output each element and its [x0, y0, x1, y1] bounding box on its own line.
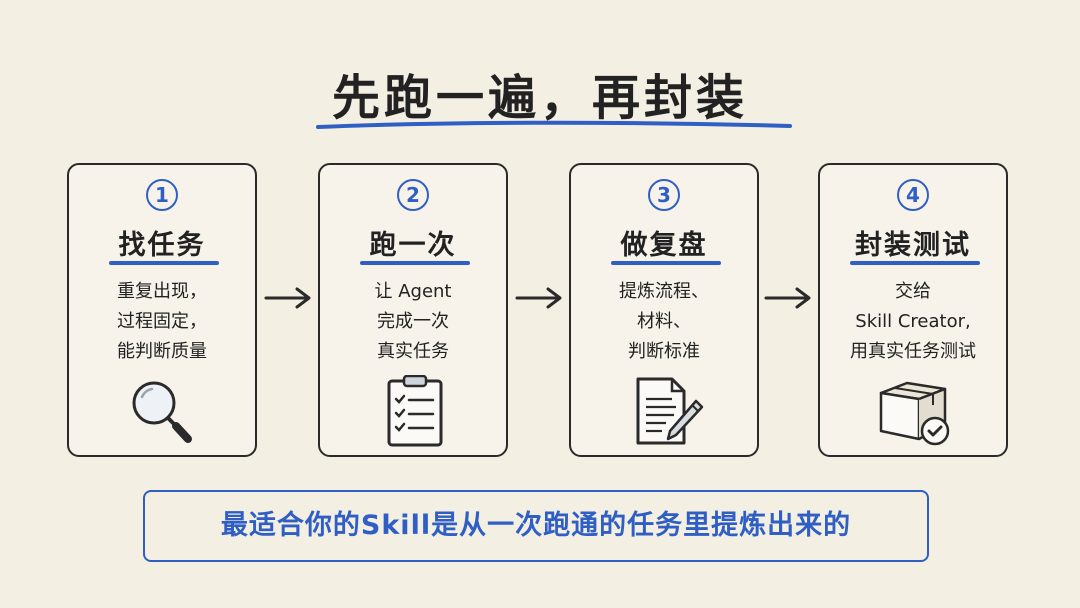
arrow-icon-1 — [264, 287, 311, 309]
step-desc-4: 交给 Skill Creator, 用真实任务测试 — [826, 277, 1000, 367]
step-number-3: 3 — [571, 179, 757, 211]
step-desc-1: 重复出现， 过程固定， 能判断质量 — [75, 277, 249, 367]
step-title-1: 找任务 — [118, 230, 206, 261]
page-title: 先跑一遍，再封装 — [331, 70, 748, 126]
step-desc-line: 完成一次 — [377, 311, 449, 332]
step-title-3: 做复盘 — [620, 230, 708, 261]
clipboard-checklist-icon — [387, 375, 443, 447]
step-desc-line: 提炼流程、 — [619, 281, 709, 302]
package-check-icon — [879, 381, 950, 446]
step-card-1: 1 找任务 重复出现， 过程固定， 能判断质量 — [67, 163, 257, 457]
step-desc-line: 用真实任务测试 — [850, 341, 976, 362]
step-number-4: 4 — [820, 179, 1006, 211]
step-desc-line: 真实任务 — [377, 341, 449, 362]
step-desc-line: Skill Creator, — [855, 311, 971, 332]
step-card-3: 3 做复盘 提炼流程、 材料、 判断标准 — [569, 163, 759, 457]
title-underline — [316, 120, 792, 129]
step-desc-3: 提炼流程、 材料、 判断标准 — [577, 277, 751, 367]
step-underline-1 — [109, 261, 219, 265]
step-card-4: 4 封装测试 交给 Skill Creator, 用真实任务测试 — [818, 163, 1008, 457]
arrow-icon-3 — [764, 287, 811, 309]
step-desc-line: 让 Agent — [374, 281, 452, 302]
step-desc-line: 重复出现， — [117, 281, 207, 302]
summary-box: 最适合你的Skill是从一次跑通的任务里提炼出来的 — [143, 490, 929, 562]
step-desc-line: 材料、 — [637, 311, 691, 332]
step-title-4: 封装测试 — [855, 230, 971, 261]
step-number-1: 1 — [69, 179, 255, 211]
step-card-2: 2 跑一次 让 Agent 完成一次 真实任务 — [318, 163, 508, 457]
step-desc-line: 能判断质量 — [117, 341, 207, 362]
arrow-icon-2 — [515, 287, 562, 309]
step-desc-line: 交给 — [895, 281, 931, 302]
step-title-2: 跑一次 — [369, 230, 457, 261]
step-desc-line: 过程固定， — [117, 311, 207, 332]
step-underline-3 — [611, 261, 721, 265]
document-pencil-icon — [636, 377, 704, 445]
step-number-2: 2 — [320, 179, 506, 211]
step-underline-4 — [850, 261, 980, 265]
step-desc-line: 判断标准 — [628, 341, 700, 362]
step-desc-2: 让 Agent 完成一次 真实任务 — [326, 277, 500, 367]
step-underline-2 — [360, 261, 470, 265]
magnifier-icon — [132, 381, 192, 443]
